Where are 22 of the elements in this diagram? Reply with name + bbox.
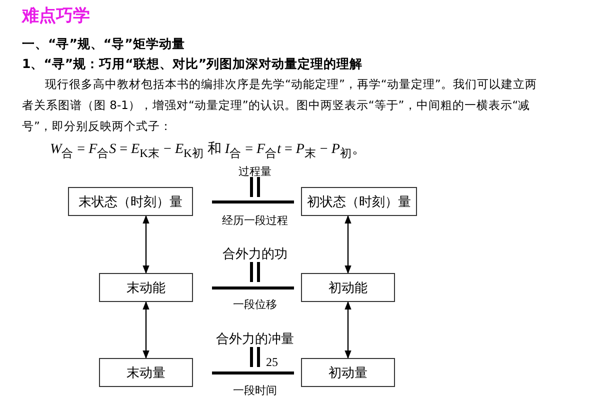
diagram-label: 合外力的冲量 xyxy=(216,331,294,348)
diagram-label: 一段时间 xyxy=(233,383,277,398)
diagram-label: 经历一段过程 xyxy=(222,213,288,228)
box: 初动能 xyxy=(301,273,395,302)
double-arrow xyxy=(142,215,150,274)
box: 初动量 xyxy=(301,358,395,387)
double-arrow xyxy=(344,301,352,359)
section-heading: 一、“寻”规、“导”矩学动量 xyxy=(22,36,185,53)
diagram-label: 一段位移 xyxy=(233,297,277,312)
box: 末动量 xyxy=(99,358,193,387)
double-arrow xyxy=(142,301,150,359)
subsection-heading: 1、“寻”规：巧用“联想、对比”列图加深对动量定理的理解 xyxy=(22,56,363,73)
diagram-label: 过程量 xyxy=(238,164,272,179)
box: 末状态（时刻）量 xyxy=(68,187,193,216)
double-arrow xyxy=(344,215,352,274)
box: 初状态（时刻）量 xyxy=(301,187,417,216)
paragraph: 现行很多高中教材包括本书的编排次序是先学“动能定理”，再学“动量定理”。我们可以建立两者关系图谱（图 8-1），增强对“动量定理”的认识。图中两竖表示“等于”，中间粗的一横表示“减号”，即分别反映两个式子： xyxy=(22,76,538,135)
box: 末动能 xyxy=(99,273,193,302)
formula: W$_{合}$ = F$_{合}$S = E$_{K末}$ − E$_{K初}$ 和 I$_{合}$ = F$_{合}$t = P$_{末}$ − P$_{初}$。 xyxy=(50,140,366,161)
page-number: 25 xyxy=(266,355,278,370)
diagram-label: 合外力的功 xyxy=(222,246,288,263)
page-title: 难点巧学 xyxy=(22,5,90,27)
